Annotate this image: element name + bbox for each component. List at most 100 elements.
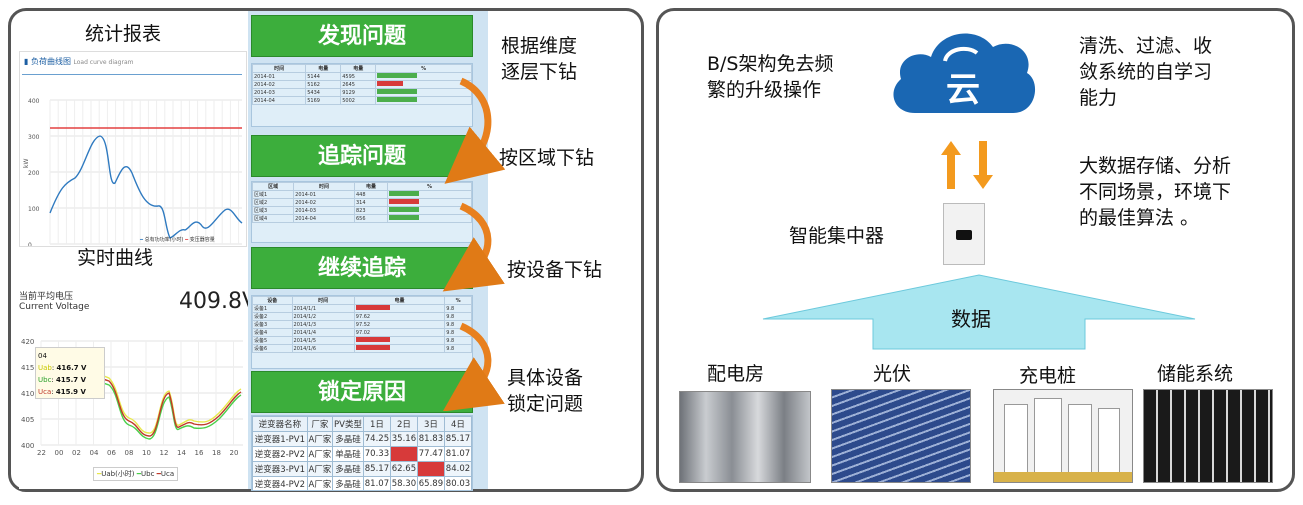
tooltip-uca: Uca: 415.9 V (38, 388, 86, 396)
final-table-header-cell: PV类型 (332, 416, 364, 432)
table-cell: 70.33 (362, 446, 391, 462)
self-learning-text: 清洗、过滤、收 敛系统的自学习 能力 (1079, 35, 1213, 109)
bidirectional-arrows-icon (941, 141, 993, 189)
y-axis-label: kW (23, 159, 30, 168)
y-tick-label: 100 (28, 206, 40, 213)
table-cell: 77.47 (416, 446, 445, 462)
x-tick-label: 06 (107, 449, 116, 457)
legend-item-load: 总有功功率(小时) (144, 237, 184, 243)
drill-arrow-1-icon (444, 77, 506, 184)
tooltip-uab: Uab: 416.7 V (38, 364, 87, 372)
y-tick-label: 0 (28, 242, 32, 246)
final-table-header-cell: 3日 (416, 416, 445, 432)
x-tick-label: 00 (55, 449, 64, 457)
step-continue-trace-header: 继续追踪 (251, 247, 473, 289)
y-tick-label: 400 (28, 98, 40, 105)
legend-item-uab: Uab(小时) (101, 470, 135, 478)
table-cell: 58.30 (389, 476, 418, 490)
tooltip-time: 04 (38, 352, 47, 360)
table-cell (389, 446, 418, 462)
final-table-header-cell: 4日 (443, 416, 472, 432)
table-cell: 85.17 (443, 431, 472, 447)
concentrator-label: 智能集中器 (789, 225, 885, 247)
x-tick-label: 04 (90, 449, 99, 457)
table-cell: 多晶硅 (332, 431, 364, 447)
bs-architecture-text: B/S架构免去频 繁的升级操作 (707, 53, 834, 101)
concentrator-device-icon (943, 203, 985, 265)
cloud-icon: 云 (893, 33, 1036, 113)
voltage-value: 409.8V (179, 289, 258, 314)
chart-caption-text: 负荷曲线图 (30, 57, 71, 66)
step4-note-text: 具体设备 锁定问题 (507, 367, 584, 415)
step2-note: 按区域下钻 (499, 147, 595, 169)
x-tick-label: 08 (125, 449, 134, 457)
table-cell: 84.02 (443, 461, 472, 477)
table-cell: 81.07 (362, 476, 391, 490)
charging-pile-photo (993, 389, 1133, 483)
source-distribution-room-label: 配电房 (707, 363, 765, 385)
x-tick-label: 02 (72, 449, 81, 457)
load-series-line (49, 135, 243, 239)
table-cell: A厂家 (306, 476, 334, 490)
uab-series-line (40, 372, 242, 434)
table-cell: 单晶硅 (332, 446, 364, 462)
table-cell: A厂家 (306, 461, 334, 477)
table-cell: 逆变器4-PV2 (252, 476, 308, 490)
step1-note-text: 根据维度 逐层下钻 (501, 35, 578, 83)
legend-item-capacity: 变压器容量 (189, 237, 215, 243)
table-cell: 74.25 (362, 431, 391, 447)
table-cell: 81.07 (443, 446, 472, 462)
data-label: 数据 (951, 307, 991, 331)
uca-series-line (40, 374, 242, 437)
x-tick-label: 18 (212, 449, 221, 457)
y-tick-label: 200 (28, 170, 40, 177)
x-tick-label: 16 (195, 449, 204, 457)
table-cell: 逆变器3-PV1 (252, 461, 308, 477)
y-tick-label: 420 (21, 338, 34, 346)
x-tick-label: 20 (230, 449, 239, 457)
drill-arrow-2-icon (442, 202, 505, 292)
x-tick-label: 14 (177, 449, 186, 457)
cloud-glyph: 云 (946, 70, 980, 110)
legend-item-uca: Uca (160, 470, 175, 478)
x-tick-label: 12 (160, 449, 169, 457)
y-tick-label: 410 (21, 390, 34, 398)
step3-note: 按设备下钻 (507, 259, 603, 281)
photovoltaic-photo (831, 389, 971, 483)
bar-chart-icon: ▮ (24, 57, 29, 66)
final-table-header-cell: 厂家 (306, 416, 334, 432)
y-tick-label: 415 (21, 364, 34, 372)
source-charging-pile-label: 充电桩 (1019, 365, 1077, 387)
source-photovoltaic-label: 光伏 (873, 363, 912, 385)
table-cell: 85.17 (362, 461, 391, 477)
table-cell (416, 461, 445, 477)
voltage-legend: ━Uab(小时) ━Ubc ━Uca (93, 467, 179, 481)
step1-note: 根据维度 逐层下钻 (501, 33, 577, 85)
source-storage-label: 储能系统 (1157, 363, 1234, 385)
table-cell: 62.65 (389, 461, 418, 477)
table-cell: A厂家 (306, 431, 334, 447)
table-cell: A厂家 (306, 446, 334, 462)
y-tick-label: 405 (21, 416, 34, 424)
final-table-header-cell: 2日 (389, 416, 418, 432)
table-cell: 81.83 (416, 431, 445, 447)
step-trace-problem-header: 追踪问题 (251, 135, 473, 177)
step-find-problem-header: 发现问题 (251, 15, 473, 57)
final-table-header-cell: 1日 (362, 416, 391, 432)
data-up-arrow (762, 274, 1196, 350)
drill-arrow-3-icon (442, 322, 505, 411)
y-tick-label: 300 (28, 134, 40, 141)
voltage-label-cn: 当前平均电压 (19, 292, 74, 302)
stat-report-title: 统计报表 (85, 23, 162, 45)
